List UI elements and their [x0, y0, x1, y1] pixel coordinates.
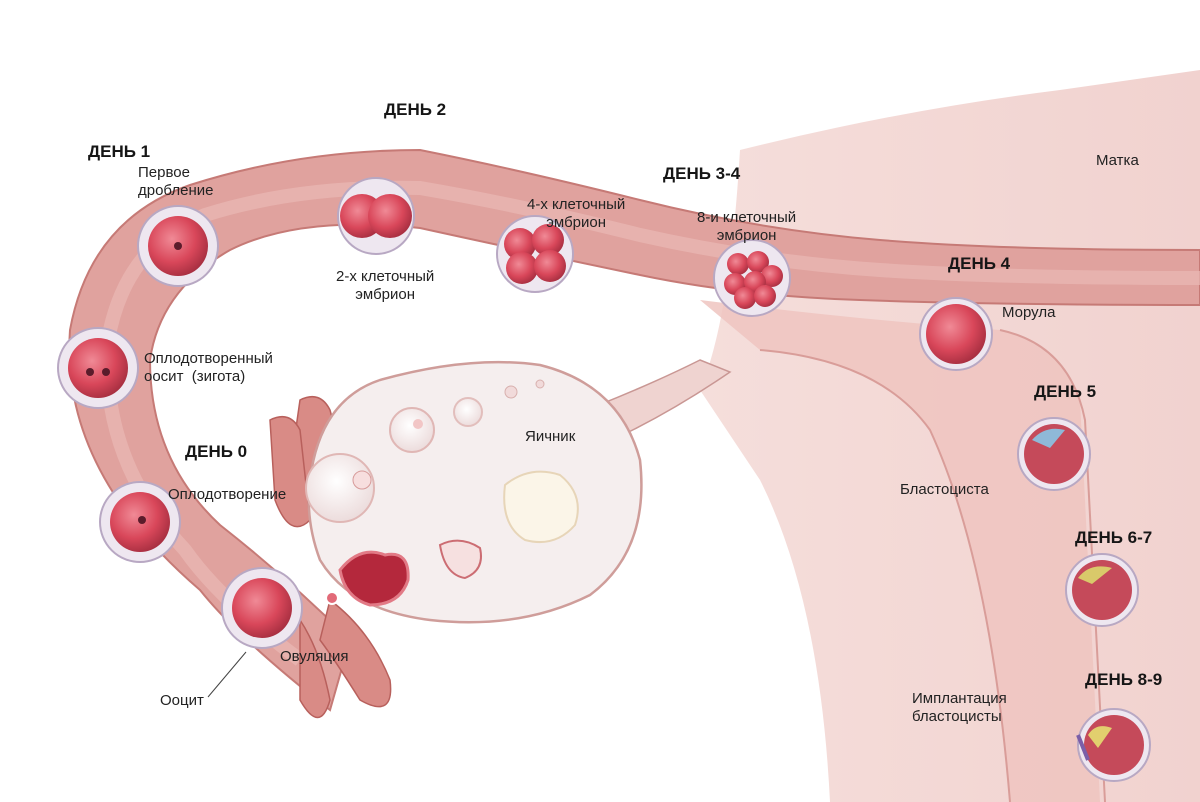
- two-cell-embryo: [337, 177, 415, 255]
- ovary-label: Яичник: [525, 428, 576, 445]
- uterus-label: Матка: [1096, 152, 1139, 169]
- zygote: [57, 327, 139, 409]
- day-8-9-heading: ДЕНЬ 8-9: [1085, 670, 1163, 689]
- day-3-4-heading: ДЕНЬ 3-4: [663, 164, 741, 183]
- blastocyst-label: Бластоциста: [900, 481, 989, 498]
- oocyte-leader-line: [207, 651, 247, 698]
- uterus-wall: [700, 300, 1100, 802]
- ovulation-label: Овуляция: [280, 648, 349, 665]
- blastocyst-day5: [1017, 417, 1091, 491]
- day-4-heading: ДЕНЬ 4: [948, 254, 1011, 273]
- day-1-heading: ДЕНЬ 1: [88, 142, 151, 161]
- fertilization-label: Оплодотворение: [168, 486, 287, 503]
- four-cell-label: 4-х клеточный эмбрион: [527, 196, 626, 231]
- first-cleavage-cell: [137, 205, 219, 287]
- eight-cell-label: 8-и клеточный эмбрион: [697, 209, 797, 244]
- fertilization-oocyte: [99, 481, 181, 563]
- blastocyst-implantation: [1076, 708, 1151, 782]
- day-2-heading: ДЕНЬ 2: [384, 100, 447, 119]
- morula: [919, 297, 993, 371]
- day-0-heading: ДЕНЬ 0: [185, 442, 248, 461]
- fimbriae: [269, 395, 392, 719]
- fallopian-tube: [68, 148, 1200, 712]
- first-cleavage-label: Первое дробление: [138, 164, 214, 199]
- day-5-heading: ДЕНЬ 5: [1034, 382, 1097, 401]
- oocyte-label: Ооцит: [160, 692, 204, 709]
- blastocyst-day67: [1065, 553, 1139, 627]
- four-cell-embryo: [496, 215, 574, 293]
- eight-cell-embryo: [713, 239, 791, 317]
- two-cell-label: 2-х клеточный эмбрион: [336, 268, 435, 303]
- ovulation-oocyte: [221, 567, 303, 649]
- implantation-label: Имплантация бластоцисты: [912, 690, 1007, 725]
- day-6-7-heading: ДЕНЬ 6-7: [1075, 528, 1153, 547]
- zygote-label: Оплодотворенный оocит (зигота): [144, 350, 273, 385]
- morula-label: Морула: [1002, 304, 1056, 321]
- ovary-follicles: [305, 379, 579, 607]
